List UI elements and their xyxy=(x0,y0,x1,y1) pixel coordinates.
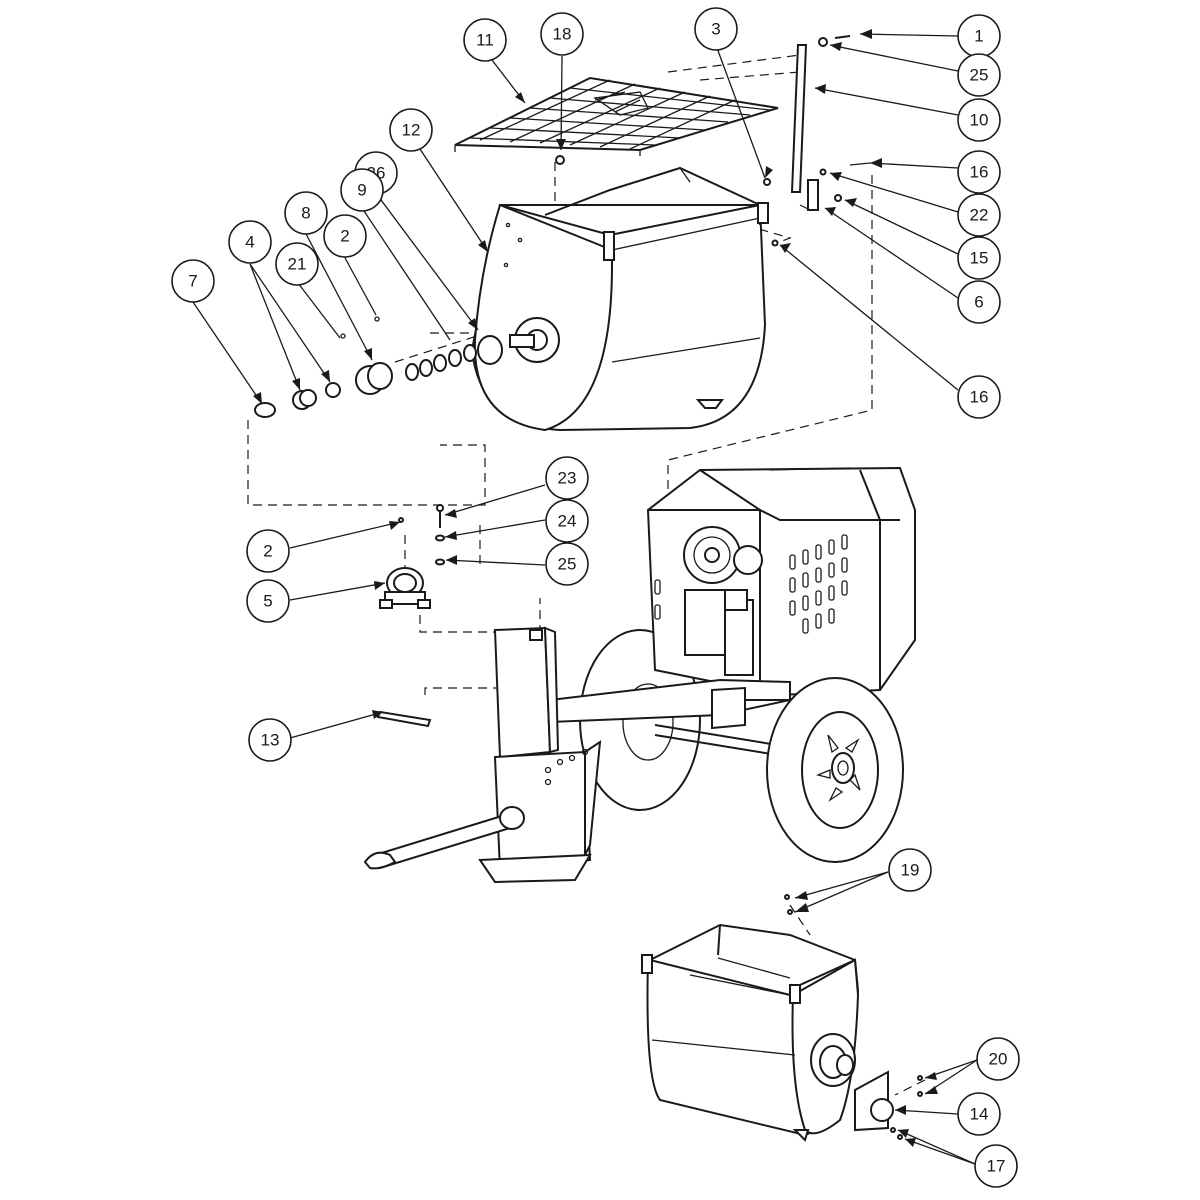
callout-label: 11 xyxy=(476,31,494,50)
callout-8: 8 xyxy=(284,191,328,235)
callout-label: 2 xyxy=(263,542,272,561)
callout-10: 10 xyxy=(957,98,1001,142)
callout-label: 14 xyxy=(970,1105,989,1124)
callout-label: 3 xyxy=(711,20,720,39)
pillow-block-bearing xyxy=(379,504,445,609)
callout-label: 9 xyxy=(357,181,366,200)
callout-3: 3 xyxy=(694,7,738,51)
callout-label: 21 xyxy=(288,255,307,274)
callout-label: 20 xyxy=(989,1050,1008,1069)
snap-ring-7 xyxy=(254,402,276,418)
callout-label: 13 xyxy=(261,731,280,750)
callout-label: 16 xyxy=(970,163,989,182)
callout-label: 12 xyxy=(402,121,421,140)
callout-label: 22 xyxy=(970,206,989,225)
callout-label: 18 xyxy=(553,25,572,44)
callout-label: 15 xyxy=(970,249,989,268)
support-post-assembly xyxy=(763,35,871,247)
grate-pin-18 xyxy=(555,155,565,165)
callout-label: 7 xyxy=(188,272,197,291)
callout-label: 2 xyxy=(340,227,349,246)
callout-5: 5 xyxy=(246,579,290,623)
callout-21: 21 xyxy=(275,242,319,286)
callout-label: 25 xyxy=(970,66,989,85)
callout-22: 22 xyxy=(957,193,1001,237)
callout-20: 20 xyxy=(976,1037,1020,1081)
callout-19: 19 xyxy=(888,848,932,892)
callout-label: 17 xyxy=(987,1157,1006,1176)
callout-label: 19 xyxy=(901,861,920,880)
callout-25: 25 xyxy=(957,53,1001,97)
callout-9b: 9 xyxy=(340,168,384,212)
callout-23: 23 xyxy=(545,456,589,500)
callout-4: 4 xyxy=(228,220,272,264)
callout-label: 23 xyxy=(558,469,577,488)
callout-24: 24 xyxy=(545,499,589,543)
callout-label: 5 xyxy=(263,592,272,611)
callout-13: 13 xyxy=(248,718,292,762)
callout-16: 16 xyxy=(957,375,1001,419)
callout-18: 18 xyxy=(540,12,584,56)
seal-stack xyxy=(254,316,503,418)
callout-25: 25 xyxy=(545,542,589,586)
callout-14: 14 xyxy=(957,1092,1001,1136)
mixing-drum xyxy=(470,166,769,432)
drum-alternate-view xyxy=(641,894,923,1142)
callout-label: 25 xyxy=(558,555,577,574)
leader-arrowheads xyxy=(253,29,938,1147)
callout-label: 10 xyxy=(970,111,989,130)
callout-2: 2 xyxy=(323,214,367,258)
callout-label: 8 xyxy=(301,204,310,223)
callout-15: 15 xyxy=(957,236,1001,280)
callout-6: 6 xyxy=(957,280,1001,324)
callout-1: 1 xyxy=(957,14,1001,58)
callout-17: 17 xyxy=(974,1144,1018,1188)
callout-16: 16 xyxy=(957,150,1001,194)
engine-vent-slots xyxy=(654,534,848,634)
callout-bubbles: 1 25 10 16 22 15 6 16 3 18 11 12 26 9 8 … xyxy=(171,7,1020,1188)
mixer-base-frame xyxy=(363,466,916,884)
callout-label: 24 xyxy=(558,512,577,531)
callout-label: 1 xyxy=(974,27,983,46)
grate-assembly xyxy=(454,76,779,165)
callout-label: 4 xyxy=(245,233,254,252)
callout-leaders xyxy=(192,33,978,1165)
callout-12: 12 xyxy=(389,108,433,152)
callout-11: 11 xyxy=(463,18,507,62)
callout-2: 2 xyxy=(246,529,290,573)
callout-7: 7 xyxy=(171,259,215,303)
callout-label: 6 xyxy=(974,293,983,312)
callout-label: 16 xyxy=(970,388,989,407)
